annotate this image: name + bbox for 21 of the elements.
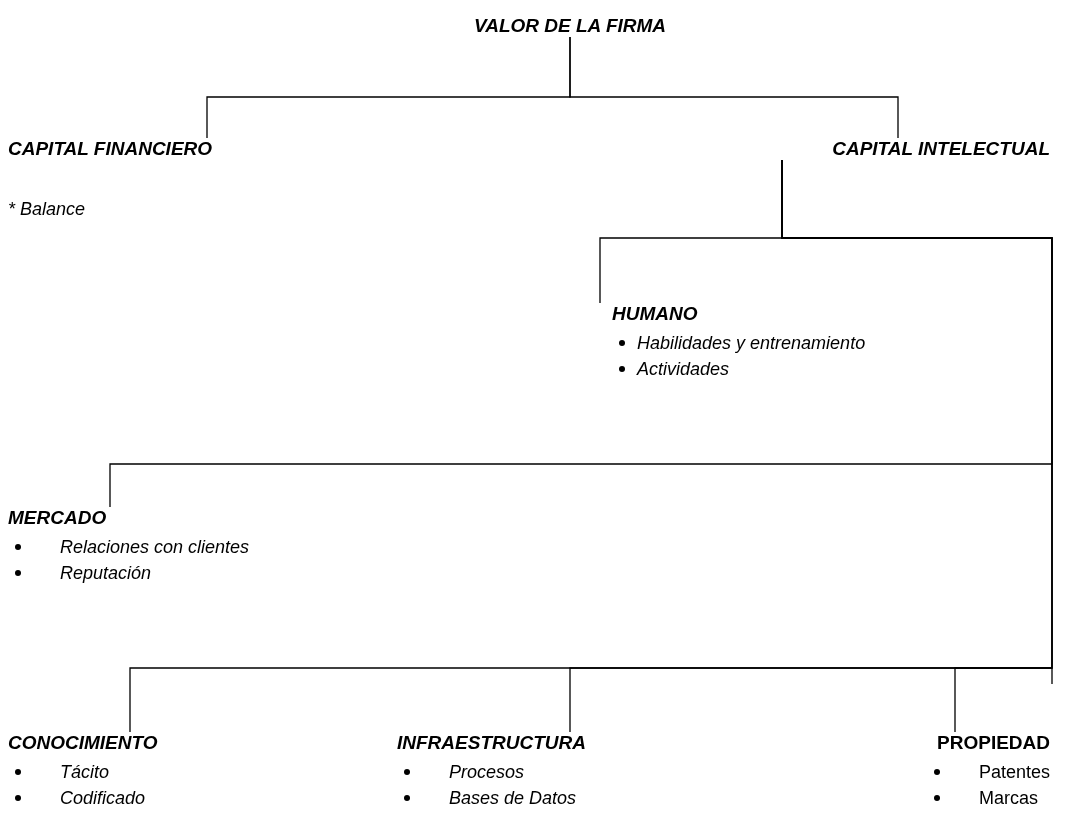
list-item: Codificado [60, 788, 146, 808]
connector-line [569, 36, 899, 139]
note-text: * Balance [8, 198, 86, 220]
list-item: Reputación [60, 563, 152, 583]
list-item: Actividades [637, 359, 730, 379]
heading-text: PROPIEDAD [937, 732, 1050, 754]
list-item: Marcas [978, 788, 1038, 808]
list-item: Procesos [449, 762, 525, 782]
heading-text: MERCADO [8, 507, 107, 529]
heading-text: CONOCIMIENTO [8, 732, 158, 754]
list-item: Patentes [978, 762, 1050, 782]
connector-line [781, 159, 1053, 733]
list-item: Habilidades y entrenamiento [637, 333, 866, 353]
heading-text: CAPITAL FINANCIERO [8, 138, 213, 160]
heading-text: VALOR DE LA FIRMA [473, 15, 667, 37]
heading-text: HUMANO [612, 303, 698, 325]
list-item: Tácito [60, 762, 110, 782]
heading-text: INFRAESTRUCTURA [397, 732, 586, 754]
heading-text: CAPITAL INTELECTUAL [832, 138, 1050, 160]
list-item: Relaciones con clientes [60, 537, 250, 557]
list-item: Bases de Datos [449, 788, 577, 808]
